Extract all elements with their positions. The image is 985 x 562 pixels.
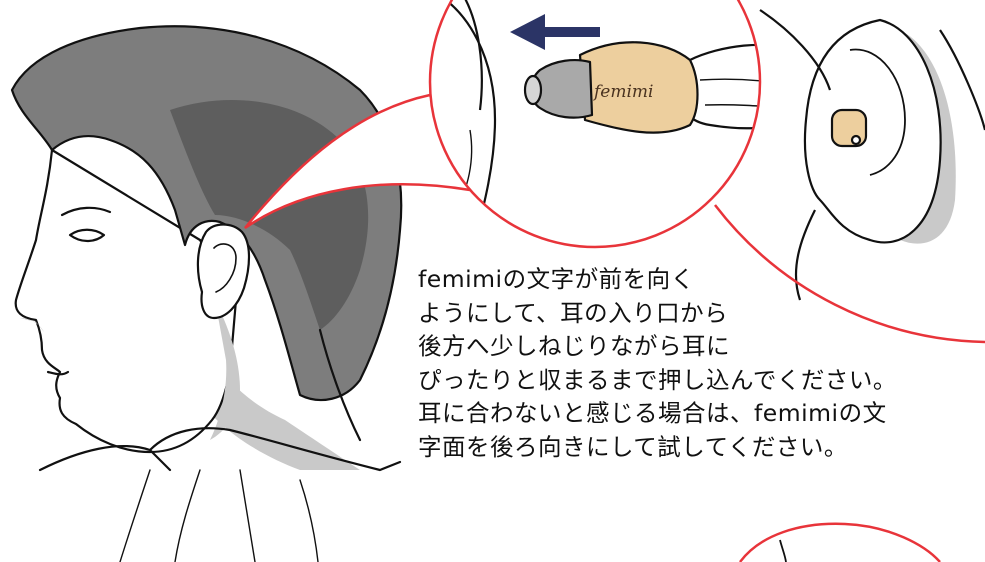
side-ear-illustration: [759, 9, 985, 301]
callout-circle-bottom: [738, 522, 941, 562]
device-body: [578, 41, 699, 134]
instruction-line: ぴったりと収まるまで押し込んでください。: [418, 365, 897, 394]
ear: [196, 223, 251, 320]
brow: [60, 206, 112, 217]
mouth: [46, 370, 70, 376]
collar: [38, 427, 402, 472]
neck-shadow: [190, 300, 360, 470]
device-brand-label: femimi: [592, 82, 653, 102]
instruction-line: femimiの文字が前を向く: [418, 265, 695, 293]
shirt-lines: [119, 469, 319, 562]
head-illustration: [10, 25, 403, 562]
instruction-line: 後方へ少しねじりながら耳に: [418, 332, 730, 360]
callout-circle-top: [428, 0, 762, 249]
side-ear-inner: [849, 48, 906, 176]
eye: [68, 228, 106, 243]
side-head-line: [759, 9, 985, 301]
neck-back: [318, 328, 362, 442]
instruction-line: 耳に合わないと感じる場合は、femimiの文: [418, 399, 887, 427]
ear-inner: [213, 243, 237, 293]
arrow-left-icon: [510, 14, 600, 50]
instruction-line: ようにして、耳の入り口から: [418, 298, 729, 327]
instruction-text: femimiの文字が前を向く ようにして、耳の入り口から 後方へ少しねじりながら…: [418, 263, 978, 464]
jaw-shadow: [210, 300, 240, 440]
callout-arc-right: [714, 204, 985, 344]
side-ear-outer: [803, 18, 942, 244]
instruction-line: 字面を後ろ向きにして試してください。: [418, 432, 848, 461]
